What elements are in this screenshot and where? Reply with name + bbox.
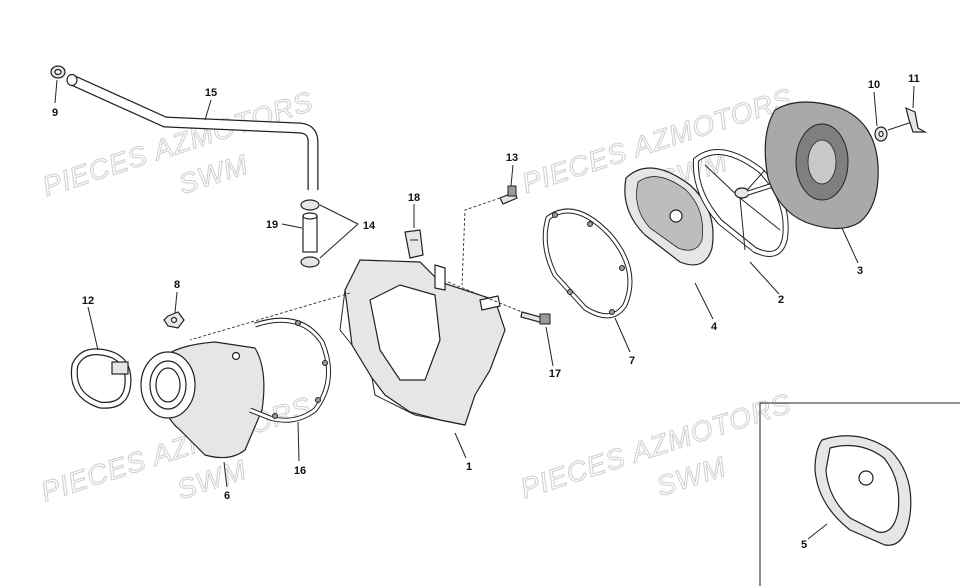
callout-1: 1 — [466, 461, 472, 473]
watermark-bottom-right: PIECES AZMOTORS SWM — [516, 387, 795, 505]
callout-15: 15 — [205, 87, 217, 99]
callout-6: 6 — [224, 490, 230, 502]
leader-lines — [54, 79, 915, 540]
intake-duct-part — [140, 341, 265, 459]
screw-13-part — [499, 185, 518, 205]
callout-16: 16 — [294, 465, 306, 477]
filter-mesh-part — [624, 167, 714, 266]
duct-gasket-part — [249, 317, 332, 423]
intake-clamp-part — [70, 348, 132, 409]
nut-part — [163, 311, 185, 329]
callout-5: 5 — [801, 539, 807, 551]
callout-17: 17 — [549, 368, 561, 380]
bolt-17-part — [520, 311, 551, 325]
callout-13: 13 — [506, 152, 518, 164]
callout-12: 12 — [82, 295, 94, 307]
bracket-part — [404, 229, 424, 259]
callout-19: 19 — [266, 219, 278, 231]
wing-bolt-part — [887, 106, 928, 133]
callout-2: 2 — [778, 294, 784, 306]
foam-filter-part — [764, 101, 879, 230]
airbox-body-part — [339, 259, 506, 426]
callout-7: 7 — [629, 355, 635, 367]
callout-8: 8 — [174, 279, 180, 291]
callout-3: 3 — [857, 265, 863, 277]
callouts: 1 2 3 4 5 6 7 8 9 10 11 12 13 14 15 16 1… — [52, 73, 920, 551]
inset-box — [759, 402, 960, 586]
watermark-line1: PIECES AZMOTORS — [517, 388, 795, 505]
callout-10: 10 — [868, 79, 880, 91]
callout-9: 9 — [52, 107, 58, 119]
alignment-lines — [189, 197, 523, 341]
hose-clip-part — [50, 65, 66, 79]
callout-18: 18 — [408, 192, 420, 204]
filter-gasket-part — [542, 208, 633, 319]
callout-14: 14 — [363, 220, 376, 232]
washer-part — [874, 126, 888, 142]
hose-connector-part — [302, 212, 318, 253]
callout-4: 4 — [711, 321, 718, 333]
watermark-line1: PIECES AZMOTORS — [39, 85, 317, 202]
watermark-top-left: PIECES AZMOTORS SWM — [38, 85, 317, 203]
hose-clamps-part — [300, 199, 320, 268]
deflector-part — [814, 435, 912, 546]
callout-11: 11 — [908, 73, 920, 85]
breather-hose-part — [66, 73, 319, 190]
